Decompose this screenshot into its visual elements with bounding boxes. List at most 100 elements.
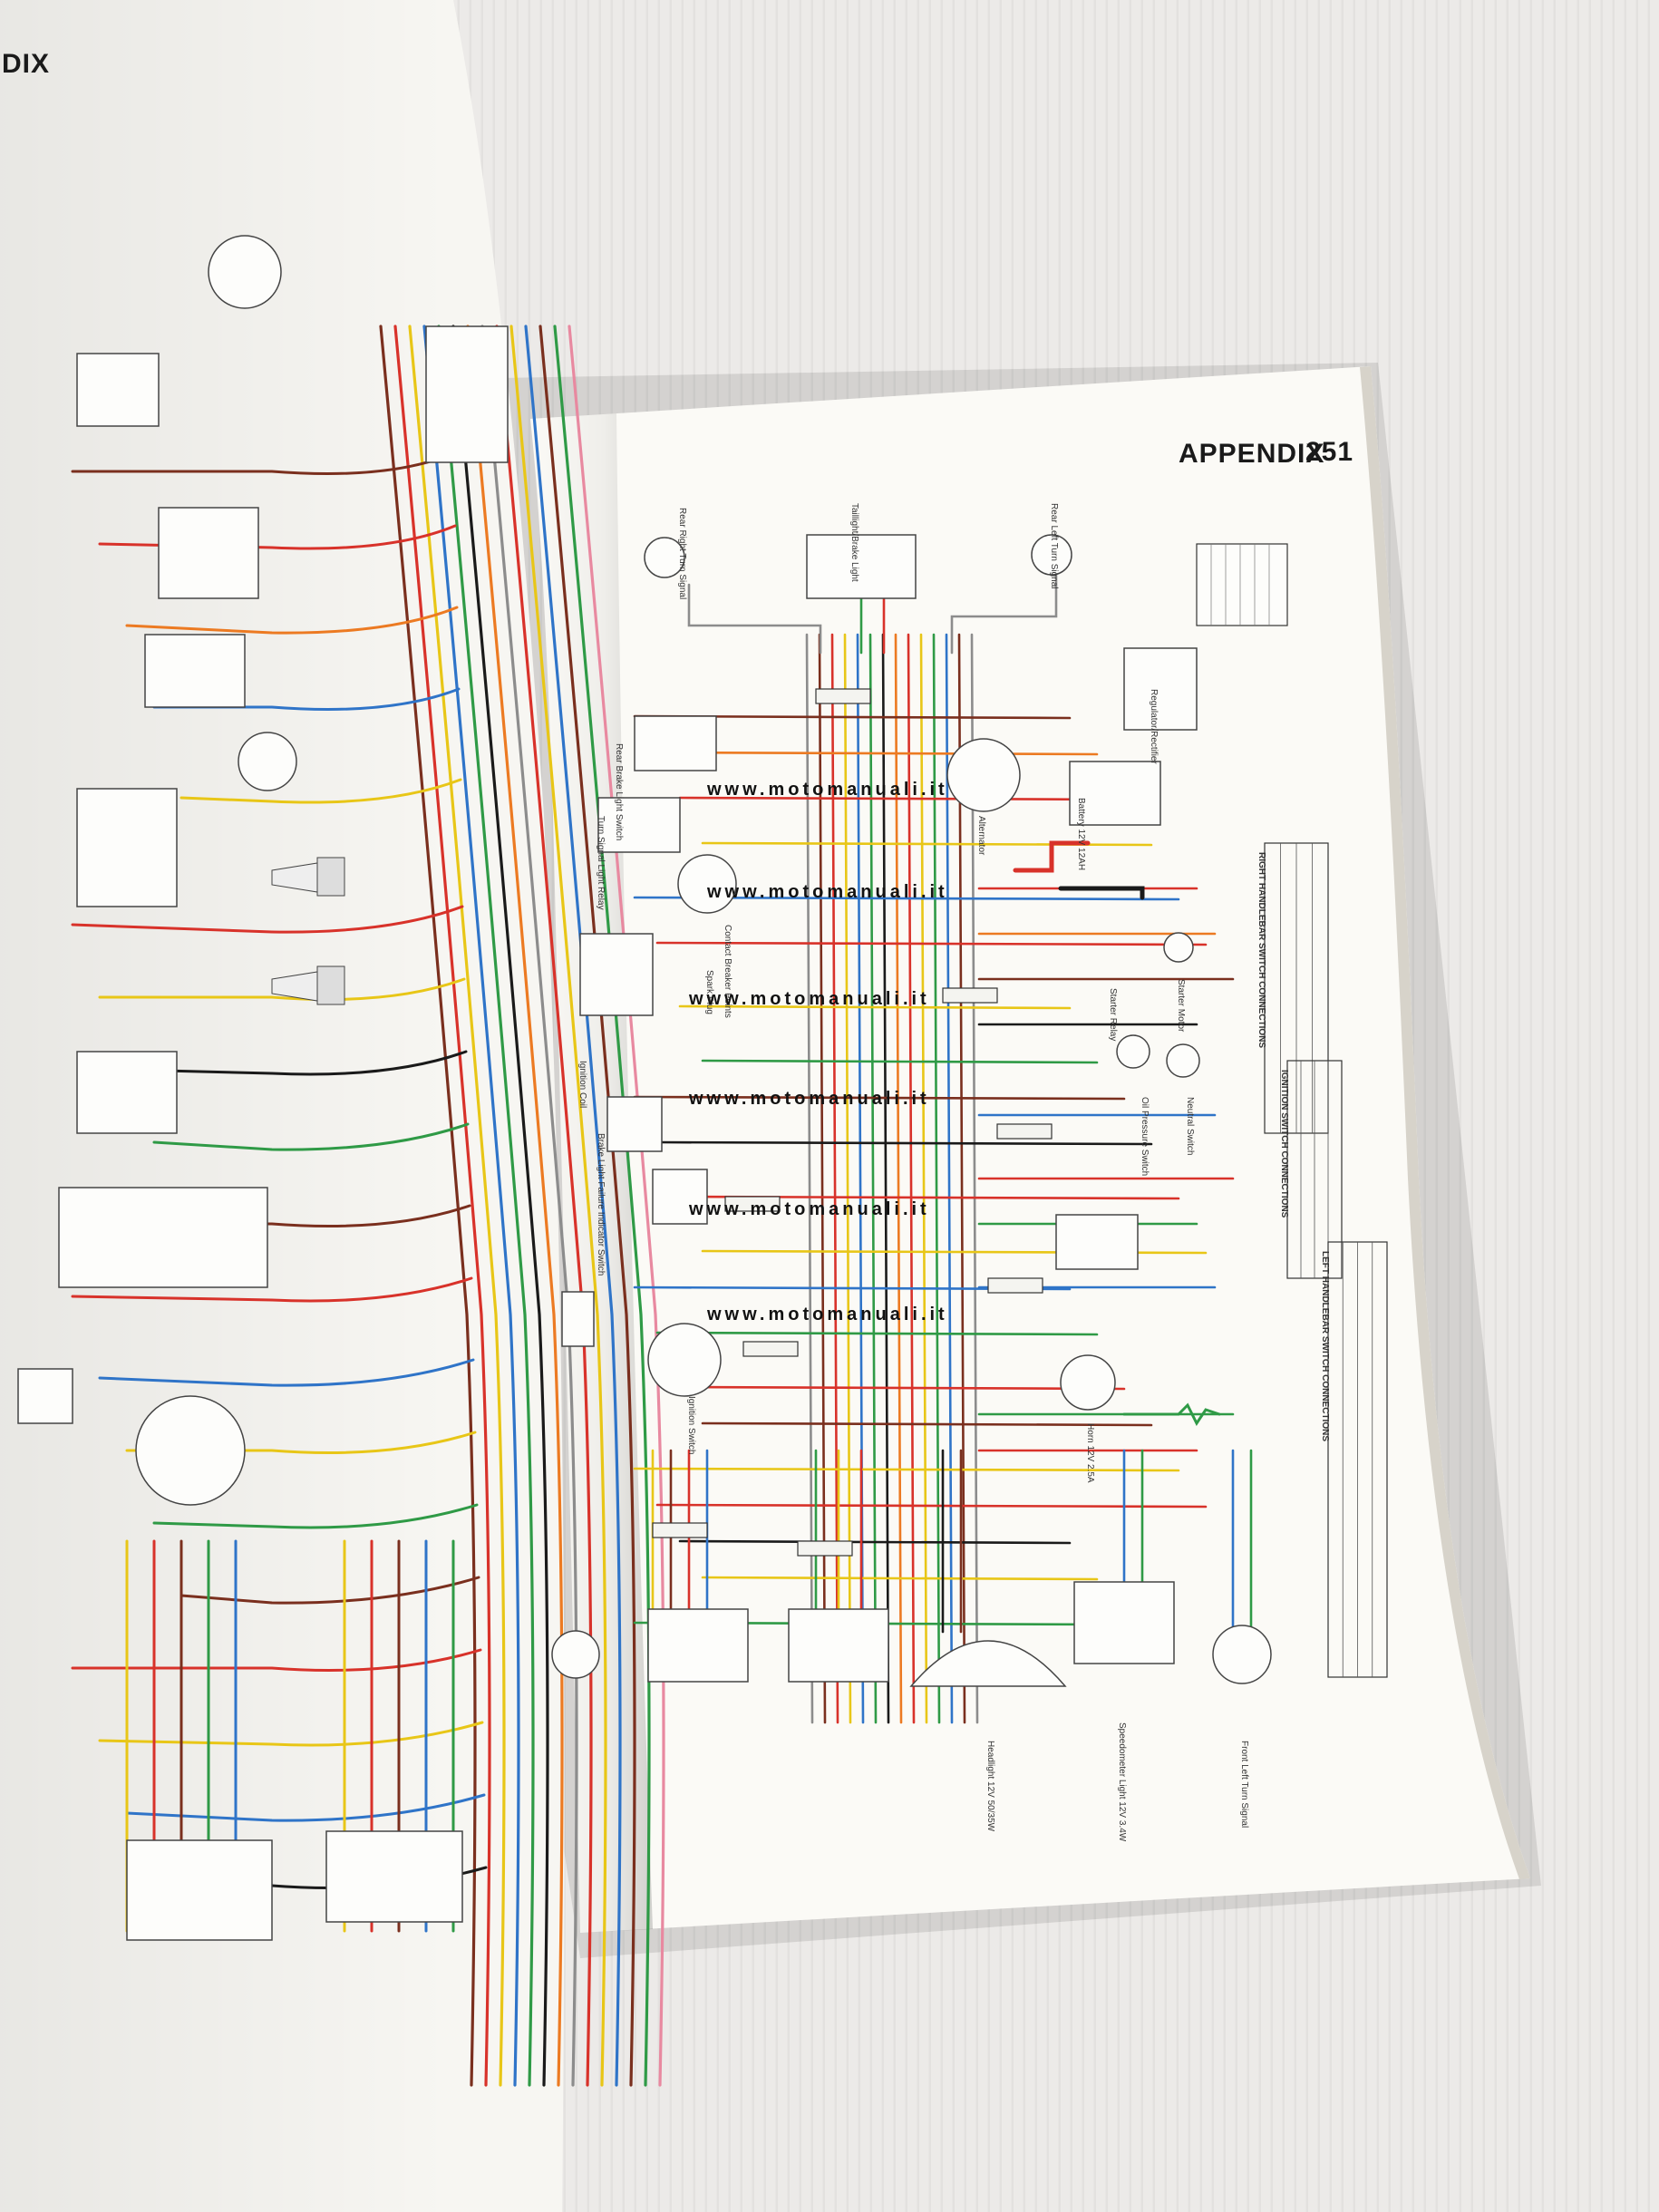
left-connector-box (17, 1368, 73, 1424)
right-page-header: APPENDIX (1179, 439, 1324, 469)
wire (125, 606, 459, 635)
wire (125, 1431, 477, 1454)
alternator-circle (946, 738, 1021, 812)
engine-stop-switch-box (652, 1169, 708, 1225)
spark-plug-body (316, 965, 345, 1005)
wire (678, 1539, 1072, 1545)
switch-table-title: RIGHT HANDLEBAR SWITCH CONNECTIONS (1256, 852, 1266, 1048)
oil-pressure-switch (1116, 1034, 1150, 1069)
watermark-text: www.motomanuali.it (706, 780, 948, 800)
front-left-turn-signal (1212, 1625, 1272, 1684)
wire (408, 325, 506, 2087)
wire (524, 325, 622, 2087)
color-legend-table (1196, 543, 1288, 626)
wire (437, 325, 535, 2087)
wire (687, 583, 822, 655)
wire (125, 1050, 468, 1076)
ignition-switch-circle (135, 1395, 246, 1506)
contact-breaker-circle (238, 732, 297, 791)
component-label: Rear Right Turn Signal (677, 508, 687, 599)
headlight-shape (909, 1640, 1067, 1687)
left-page-header: DIX (2, 49, 50, 79)
watermark-text: www.motomanuali.it (706, 882, 948, 902)
component-label: Regulator/Rectifier (1149, 689, 1159, 764)
component-label: Battery 12V 12AH (1076, 798, 1086, 870)
wire (466, 325, 564, 2087)
wire (98, 524, 457, 550)
wire (678, 1385, 1126, 1391)
component-label: Headlight 12V 50/35W (985, 1741, 995, 1832)
wire (179, 1204, 471, 1227)
component-label: Brake Light Failure Indicator Switch (596, 1133, 606, 1276)
neutral-switch (1166, 1043, 1200, 1078)
wire (945, 633, 954, 1724)
switch-table-title: LEFT HANDLEBAR SWITCH CONNECTIONS (1320, 1251, 1330, 1441)
wire (98, 977, 466, 1001)
ignition-switch-circle (647, 1323, 722, 1397)
regulator-rectifier-box (1123, 647, 1198, 731)
wire (950, 560, 1058, 655)
wire (655, 1140, 1153, 1146)
left-wiring-diagram (17, 235, 665, 2087)
wire (655, 1503, 1208, 1509)
wire (701, 1576, 1099, 1581)
taillight-brake-box (806, 534, 917, 599)
battery-box (1069, 761, 1161, 826)
component-label: Horn 12V 2.5A (1085, 1423, 1095, 1483)
component-label: Contact Breaker Points (723, 925, 732, 1018)
wire (422, 325, 520, 2087)
wire (125, 1793, 486, 1822)
wire (701, 1059, 1099, 1064)
wire (538, 325, 636, 2087)
wire (568, 325, 665, 2087)
component-label: Rear Left Turn Signal (1049, 503, 1059, 589)
component-label: Speedometer Light 12V 3.4W (1117, 1722, 1127, 1842)
component-label: Front Left Turn Signal (1239, 1741, 1249, 1828)
watermark-layer: www.motomanuali.it www.motomanuali.it www.… (688, 780, 948, 1324)
spark-plug-body (316, 857, 345, 897)
connector-block (797, 1540, 853, 1557)
brake-failure-switch-box (76, 1051, 178, 1134)
watermark-text: www.motomanuali.it (688, 1089, 930, 1109)
brake-failure-switch-box (606, 1096, 663, 1152)
component-label: Ignition Coil (577, 1061, 587, 1108)
component-label: Alternator (976, 816, 986, 856)
turn-indicator-box (788, 1608, 889, 1683)
speedometer-light-box (1073, 1581, 1175, 1664)
component-label: Turn Signal Light Relay (596, 816, 606, 910)
wire (152, 1503, 479, 1529)
wire (71, 1276, 473, 1303)
component-label: Oil Pressure Switch (1140, 1097, 1150, 1176)
component-label: Rear Brake Light Switch (614, 743, 624, 840)
connector-block (996, 1123, 1053, 1140)
rear-brake-light-relay-box (158, 507, 259, 599)
horn-circle (1060, 1354, 1116, 1411)
wire (379, 325, 477, 2087)
watermark-text: www.motomanuali.it (706, 1305, 948, 1324)
connector-block (987, 1277, 1043, 1294)
contact-breaker-circle (677, 854, 737, 914)
rear-brake-switch-box (634, 715, 717, 771)
wire (495, 325, 593, 2087)
connector-block (815, 688, 871, 704)
component-label: Starter Motor (1176, 979, 1186, 1033)
component-label: Starter Relay (1108, 988, 1118, 1041)
wire (970, 633, 979, 1724)
wire (1058, 886, 1145, 900)
component-label: Spark Plug (704, 970, 714, 1014)
rear-right-turn-signal (644, 537, 685, 578)
wire (152, 687, 461, 711)
connector-block (724, 1196, 781, 1212)
connector-block (942, 987, 998, 1004)
wire (98, 1358, 475, 1387)
wire (71, 905, 464, 934)
indicator-light-cluster (126, 1839, 273, 1941)
wire (480, 325, 578, 2087)
component-label: Ignition Switch (686, 1396, 696, 1454)
wire (179, 778, 462, 804)
component-label: Neutral Switch (1185, 1097, 1195, 1155)
wire (1122, 1402, 1221, 1426)
wire (633, 1467, 1180, 1472)
wire (932, 633, 941, 1724)
dimmer-switch-box (1055, 1214, 1139, 1270)
